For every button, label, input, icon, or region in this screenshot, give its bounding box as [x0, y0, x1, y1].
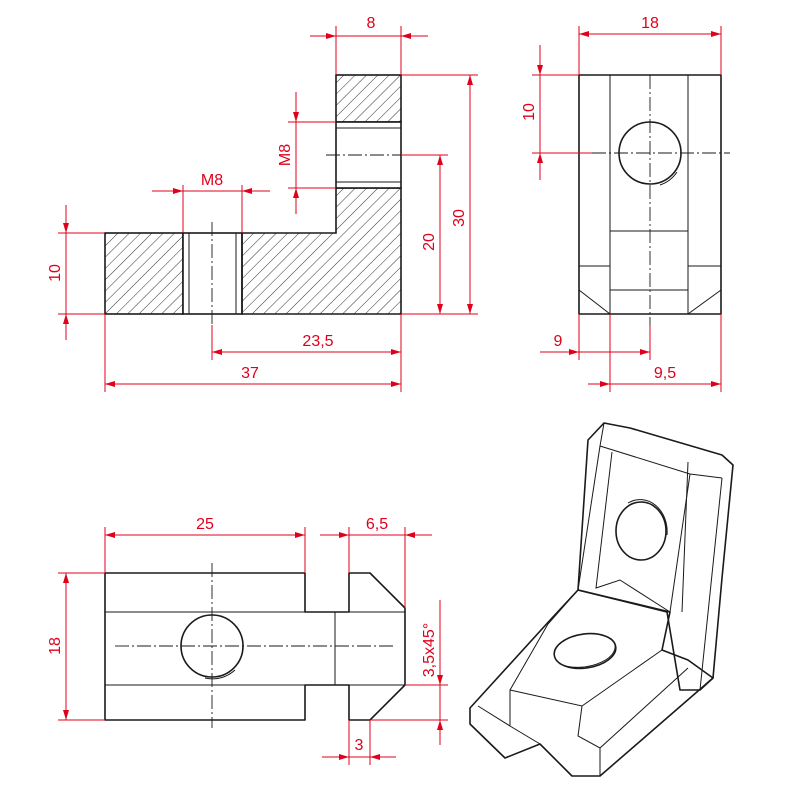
dim-section-inner-height: 20: [421, 233, 438, 251]
section-leg: [241, 187, 402, 315]
dim-section-total-height: 30: [451, 209, 468, 227]
dim-section-base-height: 10: [47, 264, 64, 282]
section-base-left: [104, 232, 184, 315]
section-leg-top: [335, 74, 402, 123]
iso-base-hole: [553, 632, 617, 670]
front-view: 18 10 9 9,5: [521, 15, 730, 392]
dim-top-chamfer-width: 6,5: [366, 516, 388, 533]
dim-front-width: 18: [641, 15, 659, 32]
iso-leg-hole: [615, 501, 667, 561]
dim-section-top-width: 8: [367, 15, 376, 32]
top-outline: [104, 572, 406, 721]
dim-section-inner-length: 23,5: [302, 333, 333, 350]
section-leg-hole: [335, 121, 402, 189]
section-base-hole: [182, 232, 243, 315]
dim-top-length: 25: [196, 516, 214, 533]
dim-front-hole-height: 10: [521, 103, 538, 121]
dim-section-total-length: 37: [241, 365, 259, 382]
dim-top-step: 3: [355, 737, 364, 754]
dim-top-width: 18: [47, 637, 64, 655]
top-view: 25 6,5 18 3,5x45° 3: [47, 516, 448, 765]
dim-section-side-hole: M8: [277, 144, 294, 166]
isometric-view: [469, 422, 734, 777]
dim-front-center-offset: 9,5: [654, 365, 676, 382]
section-view: 8 M8 M8 10 20 30: [47, 15, 478, 392]
dim-top-chamfer: 3,5x45°: [421, 623, 438, 677]
dim-front-offset: 9: [554, 333, 563, 350]
dim-section-base-hole: M8: [201, 172, 223, 189]
iso-base-outline: [469, 589, 714, 777]
